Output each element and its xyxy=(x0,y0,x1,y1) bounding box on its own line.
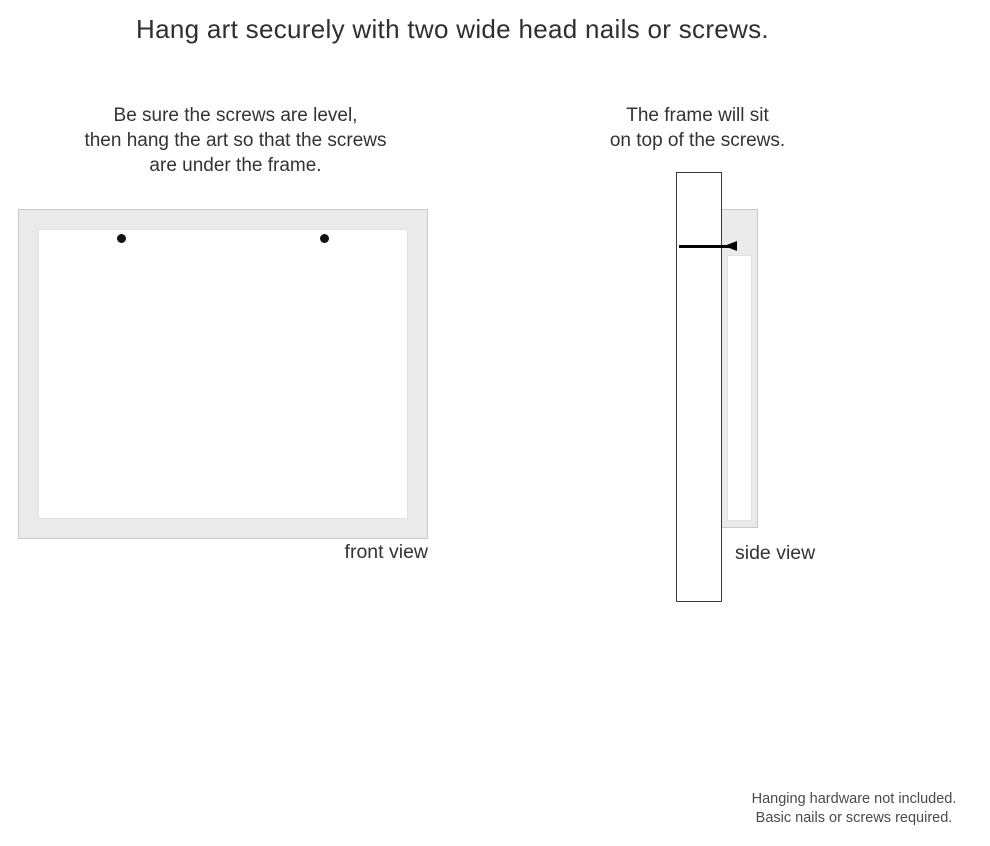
front-view-art-area xyxy=(38,229,408,519)
side-view-wall xyxy=(676,172,722,602)
nail-shaft xyxy=(679,245,729,248)
front-instruction-line-2: then hang the art so that the screws xyxy=(84,130,387,151)
screw-dot-right xyxy=(320,234,329,243)
footer-note: Hanging hardware not included. Basic nai… xyxy=(730,790,978,828)
side-instruction-line-1: The frame will sit xyxy=(626,105,769,126)
screw-dot-left xyxy=(117,234,126,243)
side-view-art-area xyxy=(727,255,752,521)
page-title: Hang art securely with two wide head nai… xyxy=(136,14,769,44)
side-view-instructions: The frame will sit on top of the screws. xyxy=(575,103,820,153)
nail-head-icon xyxy=(724,241,737,251)
footer-note-line-2: Basic nails or screws required. xyxy=(755,810,953,826)
side-view-frame xyxy=(721,209,758,528)
front-instruction-line-3: are under the frame. xyxy=(149,155,322,176)
front-view-instructions: Be sure the screws are level, then hang … xyxy=(28,103,443,178)
front-view-caption: front view xyxy=(344,541,428,563)
front-view-frame xyxy=(18,209,428,539)
side-view-caption: side view xyxy=(735,542,816,564)
side-instruction-line-2: on top of the screws. xyxy=(609,130,786,151)
front-instruction-line-1: Be sure the screws are level, xyxy=(113,105,358,126)
footer-note-line-1: Hanging hardware not included. xyxy=(751,791,957,807)
